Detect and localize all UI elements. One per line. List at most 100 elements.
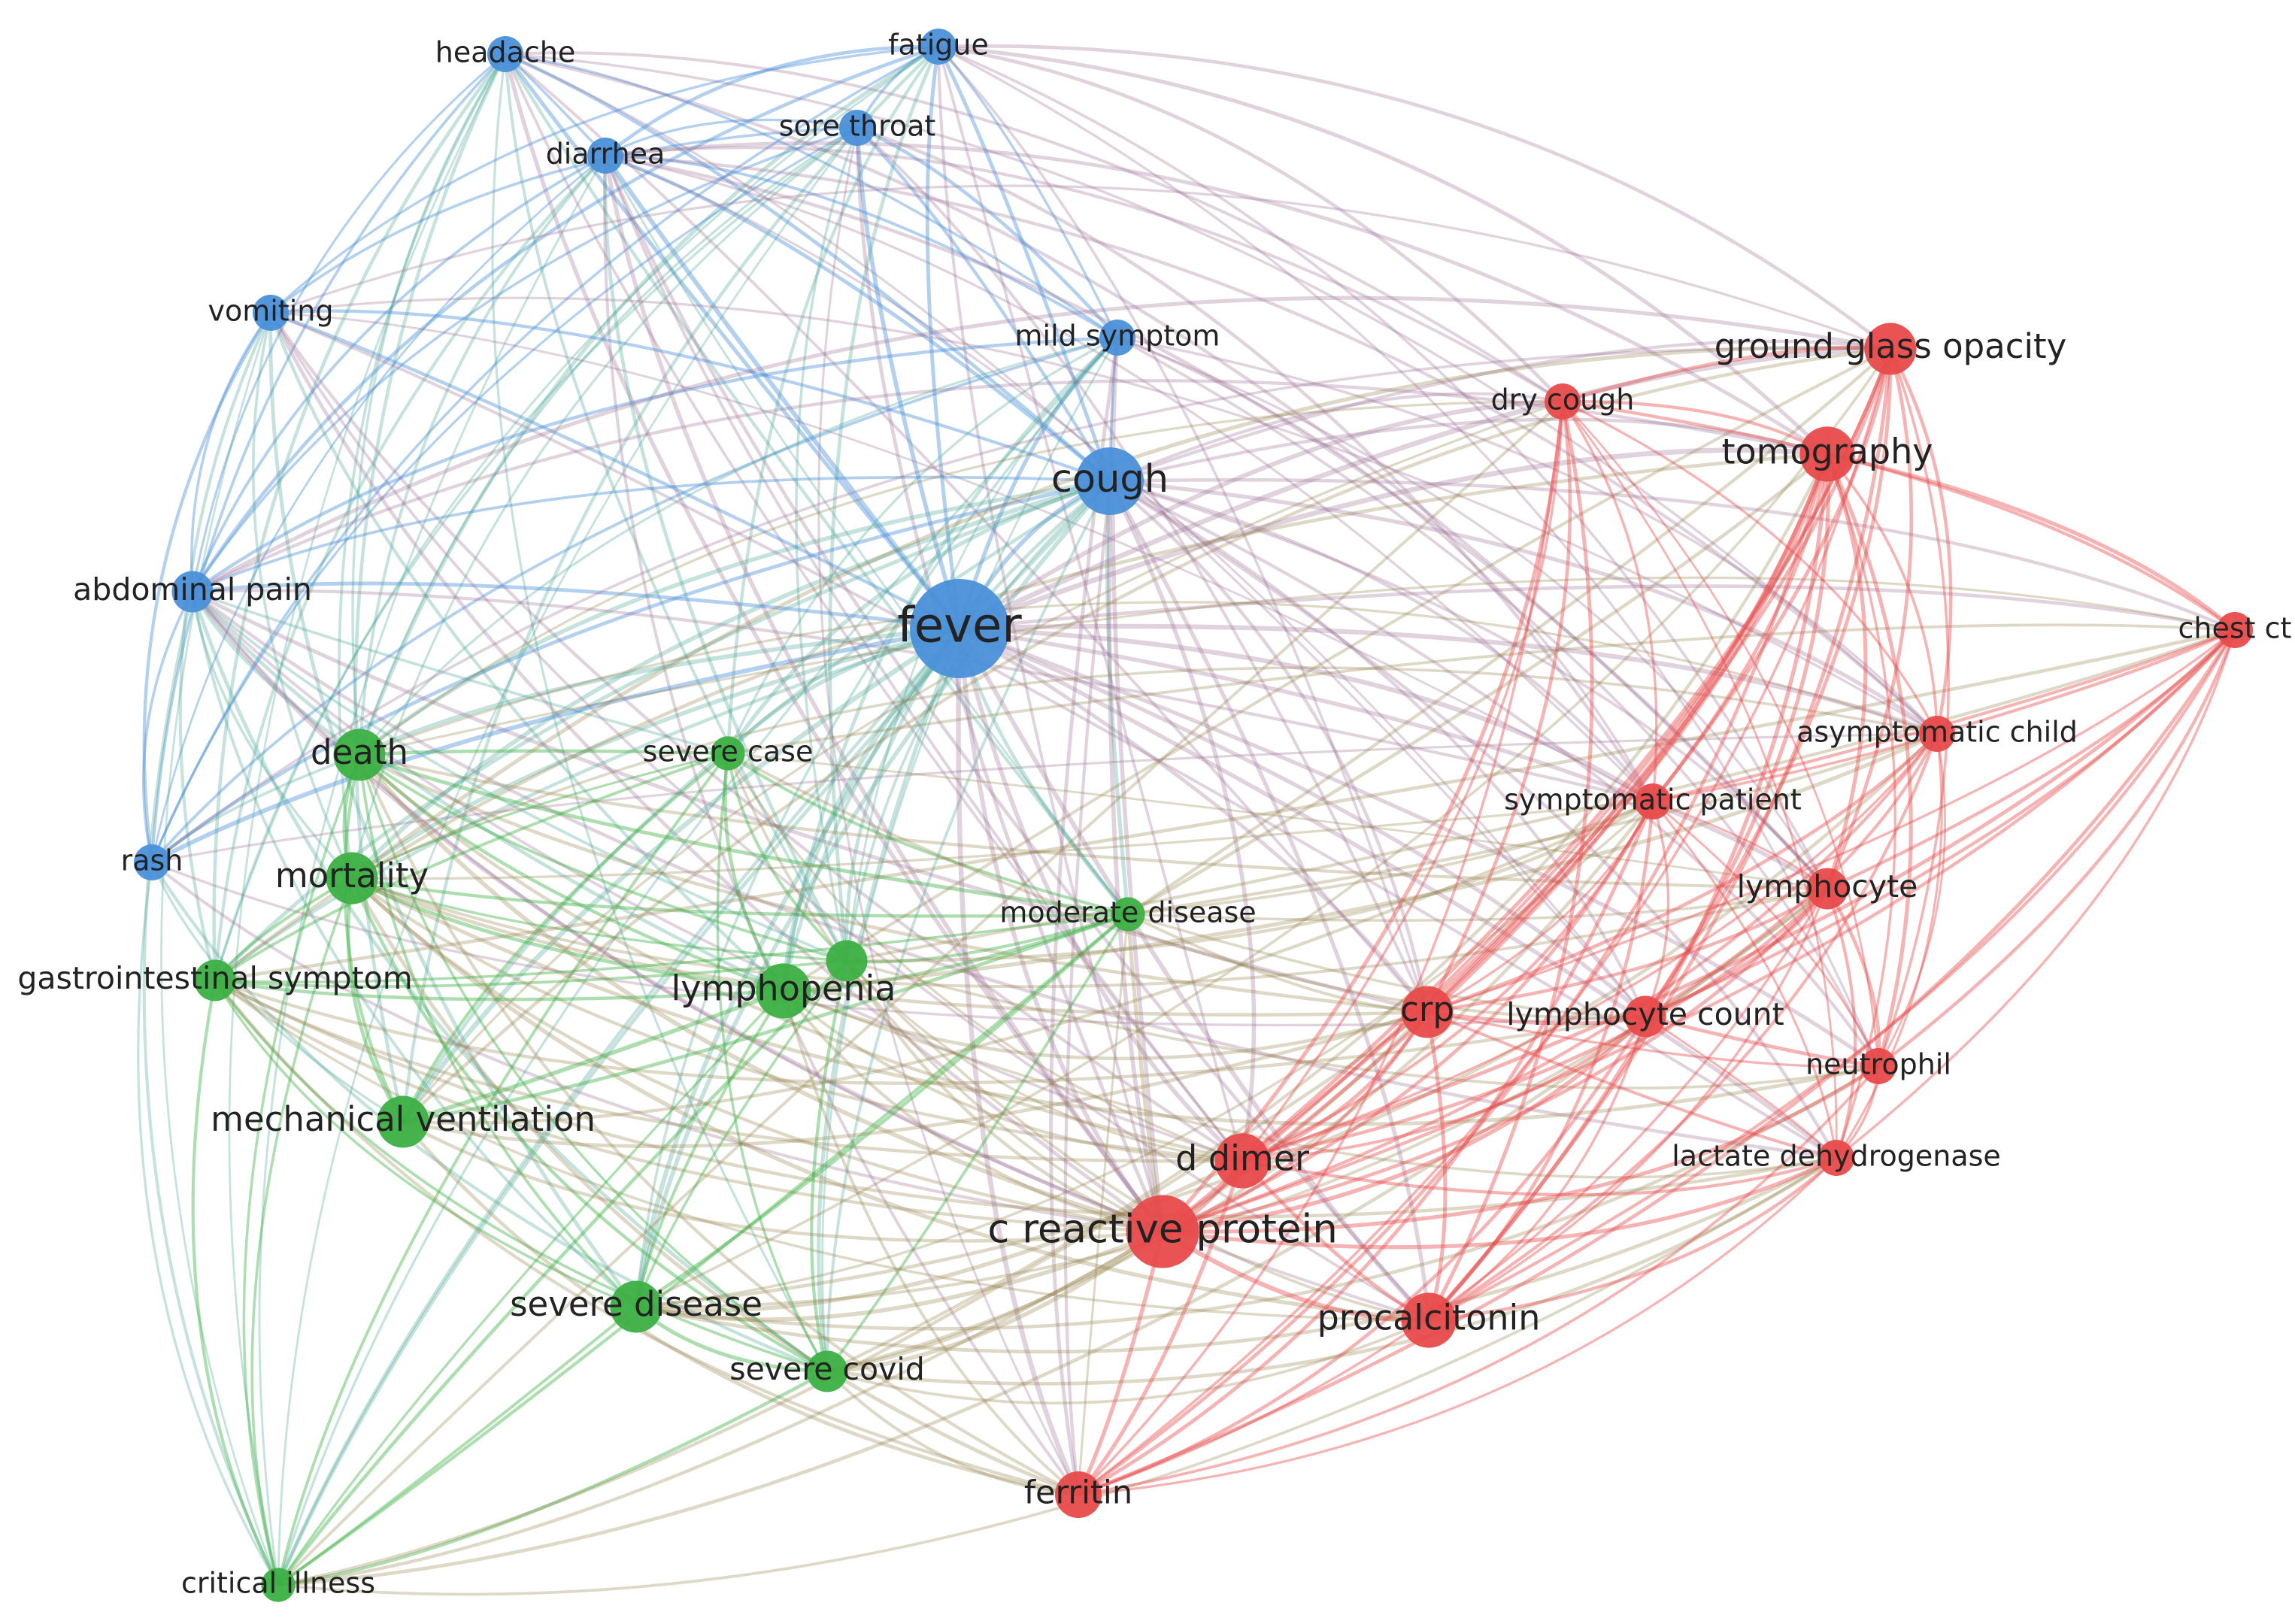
node-abdominal-pain[interactable] [171,571,214,613]
edge-lymphocyte-count-c-reactive-protein [1160,1014,1648,1234]
node-death[interactable] [333,729,386,781]
edge-fatigue-abdominal-pain [190,44,941,594]
label-abdominal-pain: abdominal pain [73,571,312,607]
edge-gastrointestinal-symptom-ferritin [213,978,1081,1497]
edge-fever-procalcitonin [957,626,1432,1323]
edge-lymphopenia-asymptomatic-child [781,732,1939,993]
edge-death-asymptomatic-child [358,601,1939,756]
edge-mild-symptom-lymphocyte [1116,336,1829,890]
edge-severe-case-c-reactive-protein [726,752,1164,1233]
edge-mild-symptom-severe-covid [821,336,1119,1373]
node-severe-covid[interactable] [806,1350,848,1392]
edge-ground-glass-opacity-dry-cough [1560,345,1893,404]
edge-headache-lymphocyte [503,52,1830,891]
edge-chest-ct-crp [1426,629,2236,1013]
edge-mortality-lymphopenia [350,876,786,993]
node-mild-symptom[interactable] [1099,320,1135,356]
edge-mild-symptom-severe-disease [635,336,1119,1308]
edge-mortality-symptomatic-patient [350,800,1654,880]
edge-ground-glass-opacity-symptomatic-patient [1651,347,1893,804]
edge-fever-neutrophil [957,626,1881,1068]
edge-death-crp [357,753,1429,1014]
node-headache[interactable] [487,36,523,72]
label-dry-cough: dry cough [1491,383,1635,417]
edge-severe-case-mortality [350,752,729,880]
node-moderate-disease[interactable] [1111,897,1145,932]
edge-symptomatic-patient-lymphocyte-count [1644,800,1670,1018]
node-severe-case[interactable] [711,736,745,771]
node-tomography[interactable] [1799,426,1855,482]
node-gastrointestinal-symptom[interactable] [194,959,236,1001]
edge-cough-crp [1108,479,1429,1014]
node-diarrhea[interactable] [587,138,623,174]
edge-sore-throat-rash [150,126,859,864]
node-crp[interactable] [1401,986,1454,1038]
edge-severe-case-critical-illness [277,752,729,1586]
node-c-reactive-protein[interactable] [1126,1195,1199,1268]
node-d-dimer[interactable] [1214,1133,1270,1189]
node-ferritin[interactable] [1055,1471,1102,1518]
edge-cough-death [357,479,1112,757]
edge-ground-glass-opacity-ferritin [1077,347,1892,1496]
edge-mortality-c-reactive-protein [350,876,1165,1234]
edge-gastrointestinal-symptom-lymphopenia [213,978,786,1001]
node-fatigue[interactable] [920,29,957,65]
edge-d-dimer-lactate-dehydrogenase [1240,1156,1839,1197]
edge-fatigue-unlabeled-green [828,44,941,963]
node-sore-throat[interactable] [839,110,875,146]
node-mortality[interactable] [326,852,378,904]
label-vomiting: vomiting [208,295,334,328]
edge-moderate-disease-tomography [1126,452,1830,917]
edge-cough-procalcitonin [1108,479,1431,1323]
edge-cough-d-dimer [1108,479,1257,1163]
node-lymphocyte[interactable] [1806,868,1848,910]
edge-asymptomatic-child-lactate-dehydrogenase [1835,732,1943,1159]
node-symptomatic-patient[interactable] [1635,783,1671,820]
edge-lymphocyte-neutrophil [1825,886,1881,1068]
label-lymphocyte-count: lymphocyte count [1506,996,1784,1032]
edge-severe-disease-neutrophil [634,1064,1881,1331]
edge-headache-abdominal-pain [191,53,507,593]
edge-death-d-dimer [357,753,1245,1163]
network-nodes [134,29,2253,1602]
node-lactate-dehydrogenase[interactable] [1818,1140,1854,1176]
edge-tomography-asymptomatic-child [1826,453,1939,735]
node-vomiting[interactable] [253,295,289,331]
edge-mortality-d-dimer [350,876,1245,1163]
node-lymphopenia[interactable] [756,963,811,1019]
edge-dry-cough-crp [1425,399,1572,1014]
edge-lymphocyte-procalcitonin [1427,887,1829,1322]
edge-abdominal-pain-severe-covid [190,589,829,1374]
node-rash[interactable] [134,844,170,880]
edge-fatigue-vomiting [269,45,940,314]
edge-headache-gastrointestinal-symptom [212,52,508,983]
node-severe-disease[interactable] [610,1280,662,1333]
node-neutrophil[interactable] [1860,1048,1896,1084]
node-procalcitonin[interactable] [1401,1292,1457,1348]
node-cough[interactable] [1076,447,1144,515]
edge-severe-disease-asymptomatic-child [634,732,1939,1309]
node-chest-ct[interactable] [2217,612,2253,648]
edge-headache-rash [150,53,507,864]
edge-fever-symptomatic-patient [957,626,1656,804]
edge-cough-ground-glass-opacity [1108,339,1893,483]
edge-mild-symptom-ferritin [1049,335,1120,1497]
node-fever[interactable] [910,579,1009,678]
edge-unlabeled-green-c-reactive-protein [844,959,1165,1234]
edge-mortality-lymphocyte [350,877,1829,989]
edge-diarrhea-critical-illness [258,154,607,1586]
edge-lymphopenia-ground-glass-opacity [781,347,1893,993]
node-critical-illness[interactable] [261,1568,296,1602]
edge-dry-cough-tomography [1560,399,1830,456]
edge-fatigue-mild-symptom [937,45,1119,339]
node-unlabeled-green[interactable] [826,940,868,982]
edge-fever-rash [150,626,962,865]
edge-crp-procalcitonin [1425,1010,1448,1323]
node-asymptomatic-child[interactable] [1919,716,1955,752]
node-ground-glass-opacity[interactable] [1864,323,1917,375]
node-mechanical-ventilation[interactable] [377,1095,429,1148]
label-chest-ct: chest ct [2178,612,2292,645]
node-dry-cough[interactable] [1545,383,1581,420]
node-lymphocyte-count[interactable] [1624,995,1666,1038]
